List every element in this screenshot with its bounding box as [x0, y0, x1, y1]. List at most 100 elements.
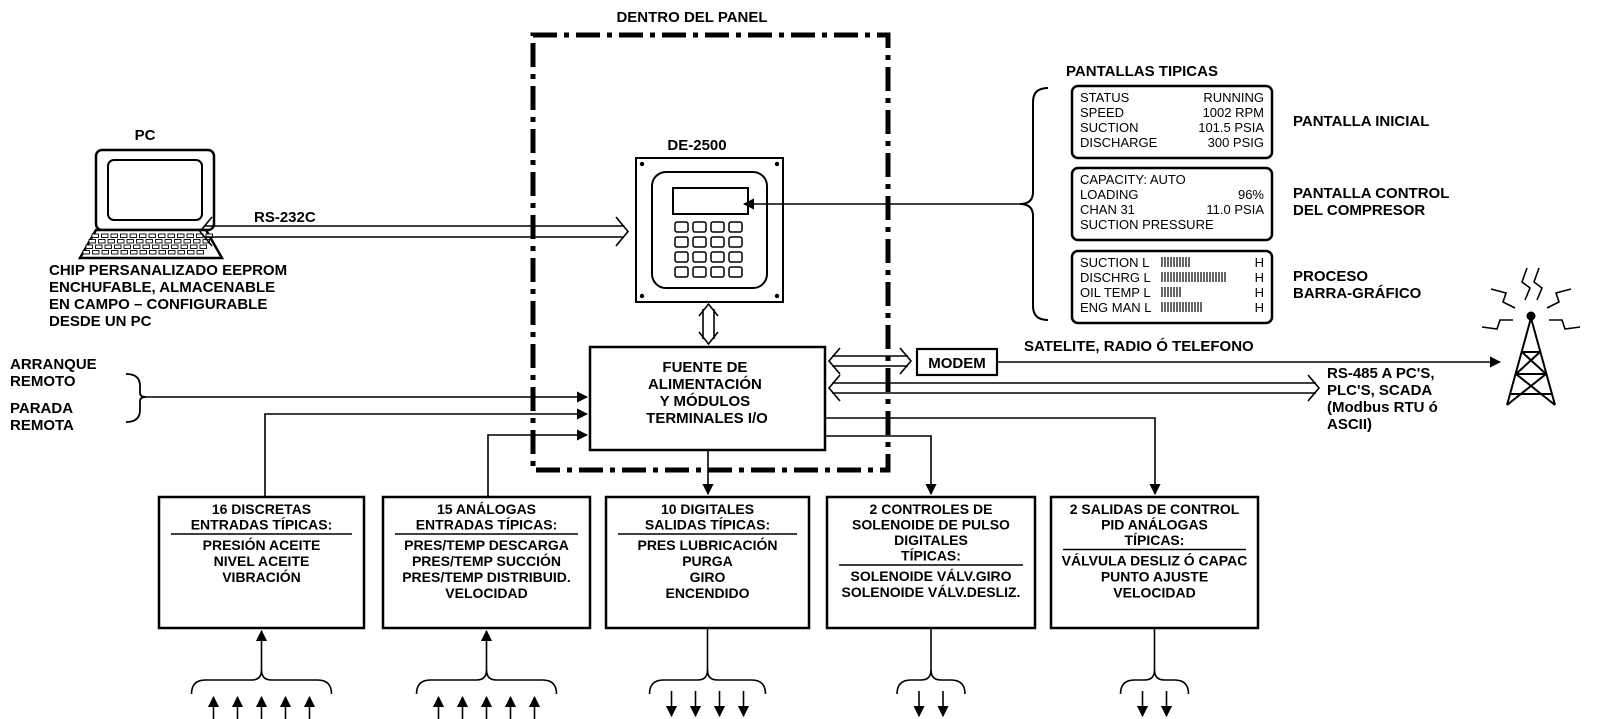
- pc-note-line-3: EN CAMPO – CONFIGURABLE: [49, 296, 267, 313]
- keypad-key: [693, 267, 706, 277]
- display-screen: SUCTION LHDISCHRG LHOIL TEMP LHENG MAN L…: [1072, 251, 1422, 323]
- controller-label: DE-2500: [667, 137, 726, 154]
- io-block-item: SOLENOIDE VÁLV.GIRO: [850, 568, 1011, 584]
- power-line-3: Y MÓDULOS: [660, 392, 751, 410]
- display-row-label: LOADING: [1080, 187, 1139, 202]
- io-block-item: PRES/TEMP DISTRIBUID.: [402, 569, 571, 585]
- io-block-header: 10 DIGITALES: [661, 501, 754, 517]
- io-block-item: SOLENOIDE VÁLV.DESLIZ.: [842, 584, 1021, 600]
- keypad-key: [729, 267, 742, 277]
- io-block-item: VELOCIDAD: [1113, 585, 1195, 601]
- io-block-item: ENCENDIDO: [665, 585, 749, 601]
- io-block-header: ENTRADAS TÍPICAS:: [416, 517, 558, 533]
- io-block-item: GIRO: [690, 569, 726, 585]
- power-line-1: FUENTE DE: [662, 359, 747, 376]
- bar-graph-fill: [1162, 287, 1180, 297]
- io-block-item: VÁLVULA DESLIZ Ó CAPAC: [1062, 552, 1248, 569]
- io-block-header: 2 CONTROLES DE: [870, 501, 993, 517]
- keypad-key: [729, 237, 742, 247]
- field-wiring: [1121, 628, 1189, 716]
- io-block-item: PRESIÓN ACEITE: [203, 536, 321, 553]
- pc-note-line-4: DESDE UN PC: [49, 313, 152, 330]
- bar-label: DISCHRG L: [1080, 270, 1151, 285]
- keypad-key: [711, 252, 724, 262]
- keypad-key: [693, 252, 706, 262]
- display-row-label: CHAN 31: [1080, 202, 1135, 217]
- field-wiring: [650, 628, 766, 716]
- bar-label: OIL TEMP L: [1080, 285, 1151, 300]
- keypad-key: [711, 237, 724, 247]
- keypad-key: [711, 222, 724, 232]
- io-block-item: VIBRACIÓN: [222, 568, 301, 585]
- field-wiring: [897, 628, 965, 716]
- display-row-label: DISCHARGE: [1080, 135, 1158, 150]
- keypad-key: [693, 222, 706, 232]
- keypad-key: [693, 237, 706, 247]
- io-block-header: TÍPICAS:: [901, 548, 961, 564]
- pc-note: CHIP PERSANALIZADO EEPROM ENCHUFABLE, AL…: [49, 262, 291, 330]
- display-screen: CAPACITY: AUTOLOADING 96% CHAN 31 11.0 PSI…: [1072, 168, 1449, 240]
- pc-group: PC CHIP PERSANALIZADO EEPROM ENCHUFABLE,…: [49, 127, 291, 330]
- io-block-header: DIGITALES: [894, 532, 968, 548]
- panel-label: DENTRO DEL PANEL: [616, 9, 767, 26]
- io-connector: [488, 435, 587, 497]
- remote-inputs: ARRANQUE REMOTO PARADA REMOTA: [10, 356, 587, 434]
- controller-unit: [636, 158, 783, 302]
- bar-label: SUCTION L: [1080, 255, 1149, 270]
- displays-title: PANTALLAS TIPICAS: [1066, 63, 1218, 80]
- keypad-key: [729, 252, 742, 262]
- rs232-label: RS-232C: [254, 209, 316, 226]
- antenna-tower-icon: [1482, 268, 1580, 405]
- field-wiring-brace: [897, 670, 965, 694]
- remote-stop-label: PARADA REMOTA: [10, 400, 77, 434]
- bar-end-label: H: [1255, 255, 1264, 270]
- display-row-label: SUCTION PRESSURE: [1080, 217, 1214, 232]
- display-caption: PANTALLA CONTROL: [1293, 185, 1449, 202]
- keypad-key: [675, 252, 688, 262]
- field-wiring-brace: [417, 670, 557, 694]
- io-block-header: 2 SALIDAS DE CONTROL: [1070, 501, 1240, 517]
- display-row-label: SPEED: [1080, 105, 1124, 120]
- io-block: 2 CONTROLES DESOLENOIDE DE PULSODIGITALE…: [825, 436, 1035, 716]
- io-block-item: NIVEL ACEITE: [214, 553, 310, 569]
- io-connector: [825, 436, 931, 494]
- power-module-text: FUENTE DE ALIMENTACIÓN Y MÓDULOS TERMINA…: [646, 359, 768, 427]
- keypad-key: [675, 237, 688, 247]
- displays-brace: [1020, 88, 1048, 320]
- display-caption: PANTALLA INICIAL: [1293, 113, 1429, 130]
- io-block-item: PRES/TEMP SUCCIÓN: [412, 552, 561, 569]
- field-wiring: [192, 631, 332, 719]
- rs485-link: [829, 375, 1319, 401]
- display-row-label: STATUS: [1080, 90, 1130, 105]
- display-row-value: RUNNING: [1203, 90, 1264, 105]
- display-row-value: 101.5 PSIA: [1198, 120, 1264, 135]
- display-row-value: 96%: [1238, 187, 1264, 202]
- power-line-4: TERMINALES I/O: [646, 410, 768, 427]
- pc-note-line-2: ENCHUFABLE, ALMACENABLE: [49, 279, 275, 296]
- io-block-header: SALIDAS TÍPICAS:: [645, 517, 770, 533]
- laptop-icon: [80, 150, 222, 258]
- io-connector: [825, 418, 1155, 494]
- pc-label: PC: [135, 127, 156, 144]
- display-caption: DEL COMPRESOR: [1293, 202, 1425, 219]
- radio-label: SATELITE, RADIO Ó TELEFONO: [1024, 337, 1254, 355]
- bar-end-label: H: [1255, 285, 1264, 300]
- controller-power-link: [699, 304, 718, 344]
- io-blocks: 16 DISCRETAS ENTRADAS TÍPICAS: PRESIÓN ACE…: [159, 414, 1258, 719]
- io-block-item: PRES LUBRICACIÓN: [637, 536, 777, 553]
- io-block-item: PUNTO AJUSTE: [1101, 569, 1208, 585]
- bar-end-label: H: [1255, 270, 1264, 285]
- field-wiring-brace: [1121, 670, 1189, 694]
- display-caption: BARRA-GRÁFICO: [1293, 285, 1422, 302]
- keypad-key: [729, 222, 742, 232]
- display-screens: STATUSRUNNINGSPEED1002 RPMSUCTION101.5 P…: [1072, 86, 1449, 323]
- controller-display: [673, 188, 748, 214]
- io-block-header: 16 DISCRETAS: [212, 501, 311, 517]
- display-row-value: 11.0 PSIA: [1206, 202, 1264, 217]
- keypad-key: [675, 267, 688, 277]
- display-row-label: SUCTION: [1080, 120, 1139, 135]
- keypad-key: [711, 267, 724, 277]
- display-row-label: CAPACITY: AUTO: [1080, 172, 1186, 187]
- modem-label: MODEM: [928, 355, 986, 372]
